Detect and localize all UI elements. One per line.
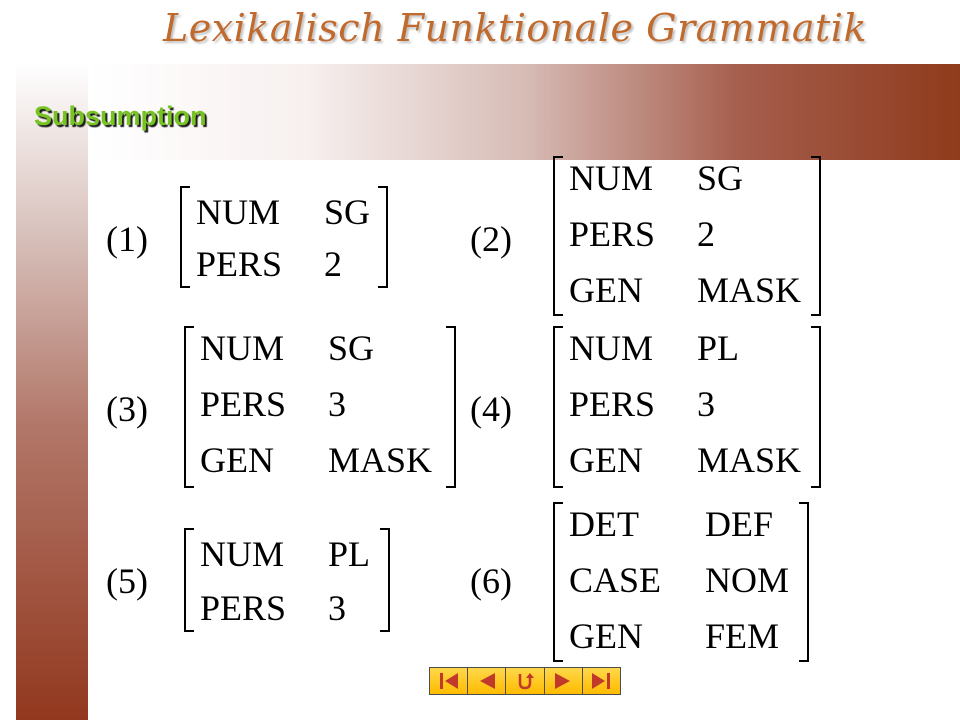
feature-row: PERS 3 — [186, 588, 388, 628]
example-4-number: (4) — [470, 389, 512, 429]
top-decorative-bar — [88, 64, 960, 160]
feature-row: PERS 2 — [182, 244, 386, 284]
feature-row: NUM SG — [555, 158, 819, 198]
feature-attribute: GEN — [569, 440, 643, 480]
feature-value: 3 — [328, 588, 346, 628]
slide-title: Subsumption — [34, 101, 207, 131]
return-button[interactable] — [505, 668, 544, 694]
feature-attribute: GEN — [569, 270, 643, 310]
feature-attribute: NUM — [200, 534, 285, 574]
deck-title: Lexikalisch Funktionale Grammatik — [163, 6, 867, 50]
feature-value: SG — [697, 158, 744, 198]
feature-attribute: GEN — [569, 616, 643, 656]
return-icon — [518, 673, 534, 690]
feature-value: MASK — [697, 270, 802, 310]
feature-row: GEN MASK — [186, 440, 454, 480]
feature-value: MASK — [697, 440, 802, 480]
feature-attribute: NUM — [196, 192, 281, 232]
feature-value: SG — [324, 192, 371, 232]
feature-row: DET DEF — [555, 504, 807, 544]
first-slide-icon — [439, 673, 458, 689]
example-5-matrix: NUM PL PERS 3 — [184, 528, 390, 632]
slide-navigation-bar — [429, 667, 621, 695]
feature-attribute: DET — [569, 504, 639, 544]
feature-attribute: PERS — [569, 214, 656, 254]
feature-attribute: NUM — [569, 158, 654, 198]
feature-row: NUM SG — [186, 328, 454, 368]
example-3-number: (3) — [106, 389, 148, 429]
feature-value: NOM — [705, 560, 790, 600]
first-slide-button[interactable] — [430, 668, 468, 694]
example-3-matrix: NUM SG PERS 3 GEN MASK — [184, 326, 456, 488]
feature-value: PL — [328, 534, 371, 574]
feature-attribute: GEN — [200, 440, 274, 480]
example-1-number: (1) — [106, 219, 148, 259]
feature-value: 2 — [324, 244, 342, 284]
feature-value: DEF — [705, 504, 774, 544]
feature-row: NUM PL — [555, 328, 819, 368]
example-2-matrix: NUM SG PERS 2 GEN MASK — [553, 156, 821, 316]
feature-value: 3 — [697, 384, 715, 424]
feature-row: CASE NOM — [555, 560, 807, 600]
example-2-number: (2) — [470, 219, 512, 259]
feature-attribute: PERS — [200, 588, 287, 628]
feature-attribute: PERS — [200, 384, 287, 424]
feature-row: NUM PL — [186, 534, 388, 574]
feature-attribute: NUM — [569, 328, 654, 368]
feature-attribute: CASE — [569, 560, 662, 600]
next-slide-icon — [555, 673, 571, 689]
next-slide-button[interactable] — [543, 668, 582, 694]
feature-value: SG — [328, 328, 375, 368]
feature-attribute: PERS — [569, 384, 656, 424]
feature-value: MASK — [328, 440, 433, 480]
example-6-number: (6) — [470, 561, 512, 601]
feature-row: GEN MASK — [555, 440, 819, 480]
feature-row: GEN FEM — [555, 616, 807, 656]
feature-row: NUM SG — [182, 192, 386, 232]
feature-row: PERS 2 — [555, 214, 819, 254]
example-1-matrix: NUM SG PERS 2 — [180, 186, 388, 288]
feature-attribute: NUM — [200, 328, 285, 368]
feature-attribute: PERS — [196, 244, 283, 284]
example-6-matrix: DET DEF CASE NOM GEN FEM — [553, 502, 809, 662]
left-decorative-bar — [16, 64, 88, 720]
last-slide-icon — [592, 673, 611, 689]
feature-value: FEM — [705, 616, 780, 656]
feature-row: GEN MASK — [555, 270, 819, 310]
feature-value: 2 — [697, 214, 715, 254]
example-4-matrix: NUM PL PERS 3 GEN MASK — [553, 326, 821, 488]
feature-value: 3 — [328, 384, 346, 424]
previous-slide-icon — [479, 673, 495, 689]
feature-row: PERS 3 — [555, 384, 819, 424]
example-5-number: (5) — [106, 561, 148, 601]
feature-value: PL — [697, 328, 740, 368]
last-slide-button[interactable] — [581, 668, 621, 694]
previous-slide-button[interactable] — [467, 668, 506, 694]
feature-row: PERS 3 — [186, 384, 454, 424]
